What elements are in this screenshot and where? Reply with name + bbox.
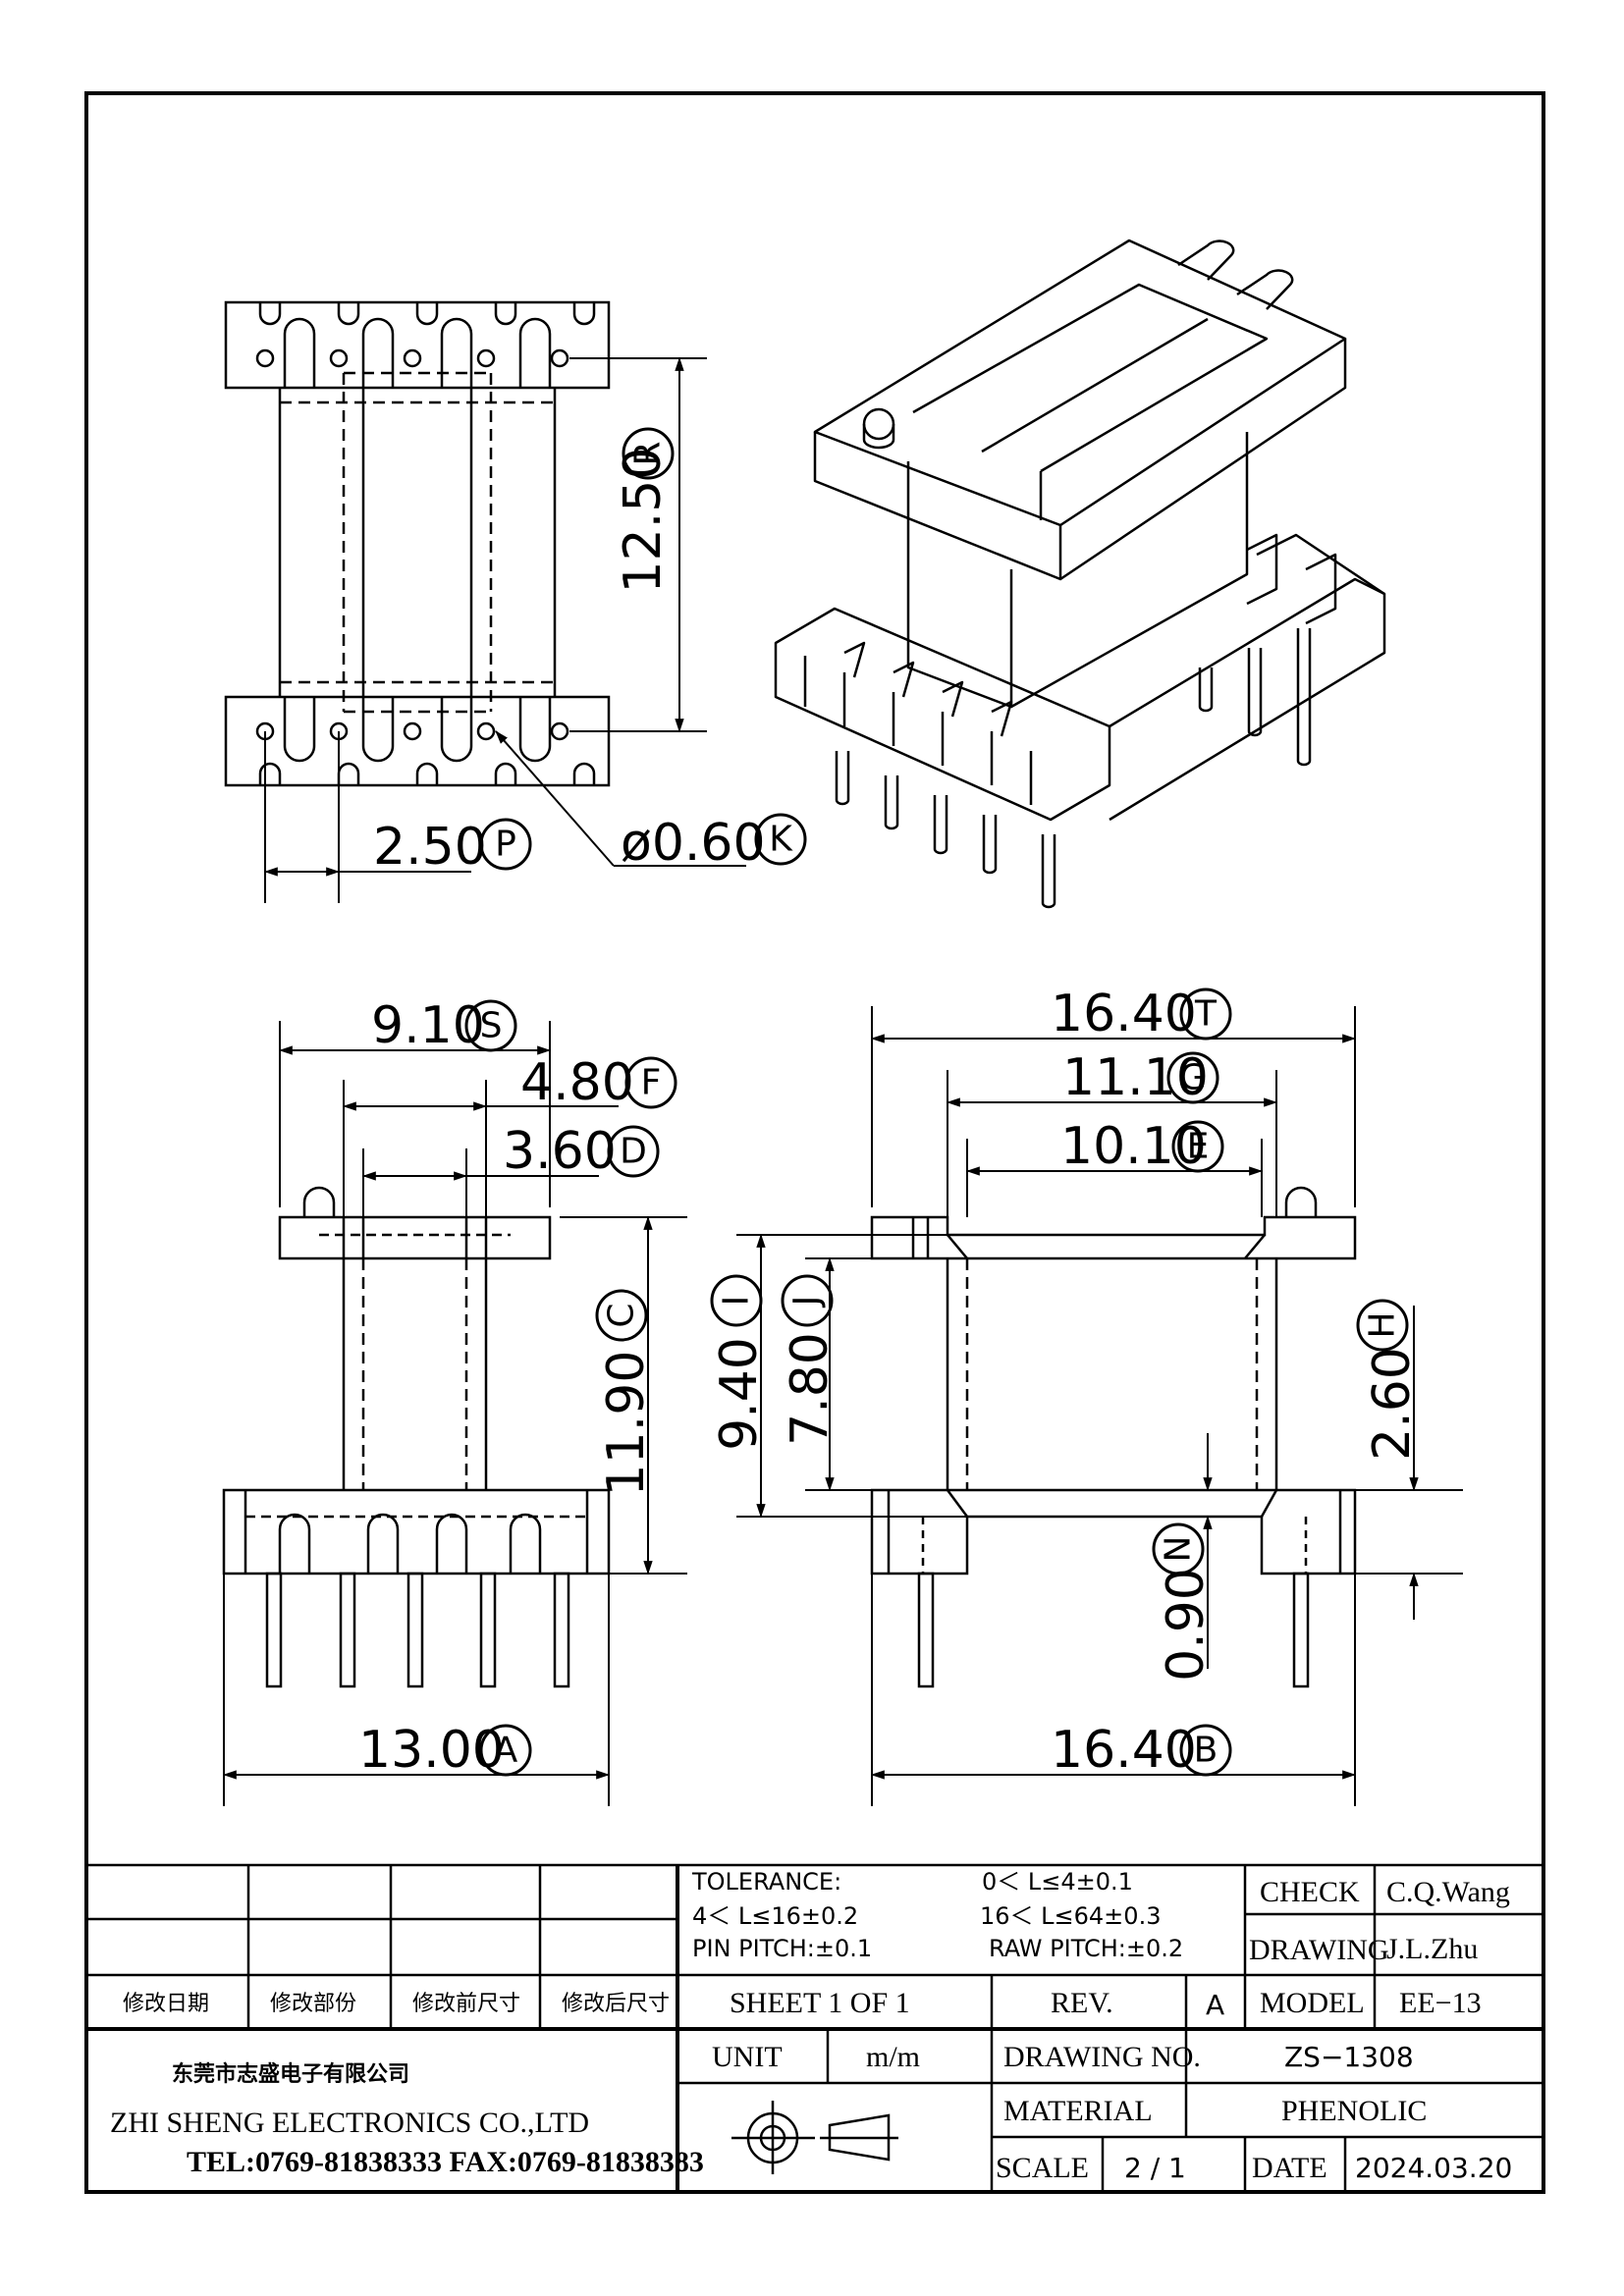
dim-r-label: R xyxy=(628,441,669,465)
scale-label: SCALE xyxy=(996,2152,1089,2184)
drawing-no-label: DRAWING NO. xyxy=(1003,2041,1201,2073)
dim-n-value: 0.90 xyxy=(1157,1568,1216,1682)
dim-b-value: 16.40 xyxy=(1051,1721,1197,1780)
company-name-cn: 东莞市志盛电子有限公司 xyxy=(172,2061,409,2087)
dim-p-label: P xyxy=(495,825,516,865)
dim-f-value: 4.80 xyxy=(520,1053,634,1112)
dim-s-label: S xyxy=(480,1006,503,1046)
company-name-en: ZHI SHENG ELECTRONICS CO.,LTD xyxy=(110,2107,589,2139)
dim-n-label: N xyxy=(1159,1536,1199,1563)
pin-pitch-tolerance: PIN PITCH:±0.1 xyxy=(692,1935,872,1962)
dim-k-label: K xyxy=(769,820,793,860)
unit-value: m/m xyxy=(866,2041,920,2073)
dim-t-value: 16.40 xyxy=(1051,985,1197,1043)
title-block-grid xyxy=(86,1863,1543,2192)
rev-header-date: 修改日期 xyxy=(123,1992,209,2016)
raw-pitch-tolerance: RAW PITCH:±0.2 xyxy=(989,1935,1183,1962)
model-label: MODEL xyxy=(1260,1987,1365,2019)
dim-k-value: ø0.60 xyxy=(621,814,766,873)
drawing-label: DRAWING xyxy=(1249,1934,1389,1966)
tolerance-range-1: 0＜ L≤4±0.1 xyxy=(982,1868,1133,1896)
projection-symbol-icon xyxy=(731,2101,898,2174)
dim-t-label: T xyxy=(1194,994,1218,1035)
model-value: EE−13 xyxy=(1399,1987,1482,2019)
dim-r-value: 12.50 xyxy=(614,448,673,594)
drawing-no-value: ZS−1308 xyxy=(1284,2041,1414,2073)
dim-g-value: 11.10 xyxy=(1062,1048,1209,1107)
drawing-border xyxy=(84,91,1545,2194)
dim-f-label: F xyxy=(641,1063,662,1103)
material-label: MATERIAL xyxy=(1003,2095,1153,2127)
rev-label: REV. xyxy=(1051,1987,1113,2019)
dim-c-value: 11.90 xyxy=(597,1351,656,1497)
dim-h-label: H xyxy=(1363,1311,1403,1338)
dim-g-label: G xyxy=(1179,1058,1207,1098)
dim-s-value: 9.10 xyxy=(371,996,485,1055)
tolerance-range-2: 4＜ L≤16±0.2 xyxy=(692,1902,858,1930)
dim-j-label: J xyxy=(787,1296,828,1308)
dim-i-label: I xyxy=(717,1296,757,1307)
top-view xyxy=(224,300,807,903)
date-value: 2024.03.20 xyxy=(1355,2152,1512,2184)
dim-p-value: 2.50 xyxy=(373,818,487,877)
dim-h-value: 2.60 xyxy=(1363,1347,1422,1461)
rev-header-before: 修改前尺寸 xyxy=(412,1992,520,2016)
rev-header-part: 修改部份 xyxy=(270,1992,356,2016)
dim-j-value: 7.80 xyxy=(781,1332,839,1446)
dim-e-label: E xyxy=(1187,1127,1210,1167)
rev-header-after: 修改后尺寸 xyxy=(562,1992,670,2016)
material-value: PHENOLIC xyxy=(1281,2095,1427,2127)
dim-b-label: B xyxy=(1194,1731,1218,1771)
date-label: DATE xyxy=(1252,2152,1327,2184)
dim-d-label: D xyxy=(620,1132,647,1172)
sheet-info: SHEET 1 OF 1 xyxy=(730,1987,910,2019)
unit-label: UNIT xyxy=(712,2041,783,2073)
rev-value: A xyxy=(1206,1989,1224,2021)
dim-c-label: C xyxy=(602,1303,642,1327)
drawing-value: J.L.Zhu xyxy=(1386,1933,1478,1965)
dim-i-value: 9.40 xyxy=(710,1337,769,1451)
side-view xyxy=(222,999,687,1806)
dim-a-value: 13.00 xyxy=(358,1721,505,1780)
check-value: C.Q.Wang xyxy=(1386,1876,1510,1908)
front-view xyxy=(710,988,1463,1806)
tolerance-range-3: 16＜ L≤64±0.3 xyxy=(980,1902,1161,1930)
dim-d-value: 3.60 xyxy=(503,1122,617,1181)
isometric-view xyxy=(774,239,1386,909)
company-contact: TEL:0769-81838333 FAX:0769-81838383 xyxy=(187,2146,704,2178)
check-label: CHECK xyxy=(1260,1876,1360,1908)
scale-value: 2 / 1 xyxy=(1124,2152,1186,2184)
dim-a-label: A xyxy=(494,1731,518,1771)
dim-e-value: 10.10 xyxy=(1060,1117,1207,1176)
tolerance-label: TOLERANCE: xyxy=(691,1868,841,1896)
